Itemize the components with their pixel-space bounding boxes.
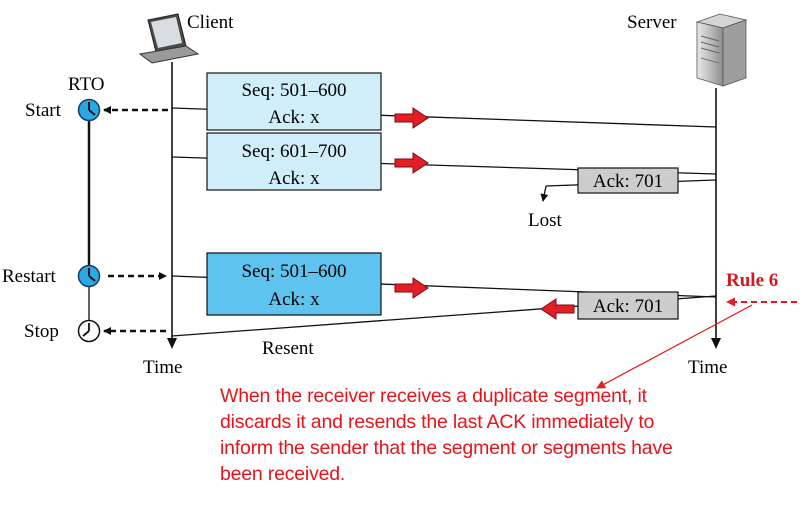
ack-2-text: Ack: 701: [593, 296, 663, 317]
server-time-label: Time: [688, 357, 727, 378]
segment-3-ack: Ack: x: [268, 289, 320, 310]
segment-box-3-resent: Seq: 501–600 Ack: x: [206, 252, 382, 316]
red-arrow-segment-2: [394, 152, 429, 174]
restart-label: Restart: [2, 266, 57, 287]
server-timeline-arrowhead: [711, 338, 721, 349]
server-tower-icon: [695, 13, 748, 87]
client-label: Client: [187, 12, 234, 33]
segment-2-ack: Ack: x: [268, 168, 320, 189]
segment-3-seq: Seq: 501–600: [241, 261, 346, 282]
lost-arrow: [540, 185, 549, 202]
lost-label: Lost: [528, 210, 563, 231]
rule-pointer-arrow: [596, 304, 753, 389]
segment-box-1: Seq: 501–600 Ack: x: [206, 72, 382, 131]
segment-1-ack: Ack: x: [268, 107, 320, 128]
red-arrow-segment-1: [394, 107, 429, 129]
rto-label: RTO: [68, 74, 105, 95]
start-label: Start: [25, 100, 62, 121]
laptop-icon: [138, 13, 200, 64]
rule-label: Rule 6: [726, 270, 778, 291]
ack-1-text: Ack: 701: [593, 171, 663, 192]
clock-icon-restart: [77, 264, 101, 288]
ack-box-1: Ack: 701: [577, 167, 679, 194]
segment-1-seq: Seq: 501–600: [241, 80, 346, 101]
clock-icon-stop: [77, 319, 101, 343]
segment-box-2: Seq: 601–700 Ack: x: [206, 132, 382, 191]
clock-icon-start: [77, 98, 101, 122]
rule-explanation-note: When the receiver receives a duplicate s…: [220, 385, 673, 485]
ack-box-2: Ack: 701: [577, 291, 679, 320]
client-time-label: Time: [143, 357, 182, 378]
stop-label: Stop: [24, 321, 59, 342]
server-label: Server: [627, 12, 677, 33]
client-timeline-arrowhead: [167, 338, 177, 349]
red-arrow-ack-2: [540, 298, 575, 320]
red-arrow-segment-3: [394, 277, 429, 299]
resent-label: Resent: [262, 338, 314, 359]
segment-2-seq: Seq: 601–700: [241, 141, 346, 162]
